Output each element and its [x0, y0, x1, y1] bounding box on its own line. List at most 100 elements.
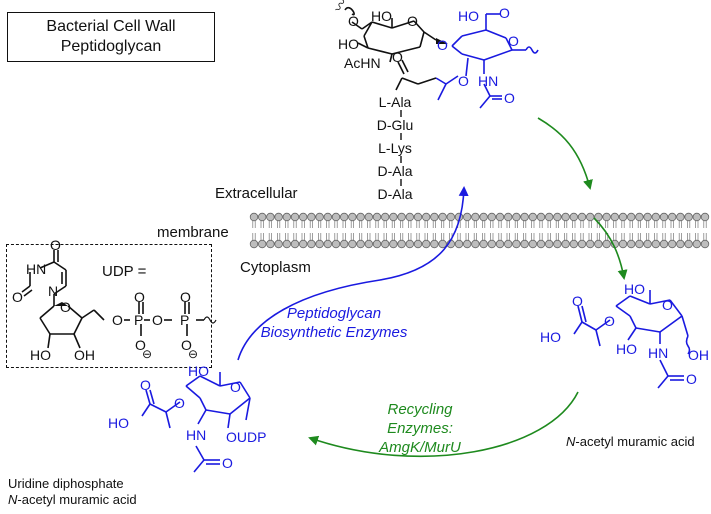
membrane-bead-bottom — [528, 239, 537, 249]
membrane-bead-bottom — [495, 239, 505, 249]
pg-o1: O — [407, 13, 418, 29]
udp-p1: P — [134, 312, 143, 328]
membrane-bead-top — [561, 212, 570, 222]
pg-o5: O — [508, 33, 519, 49]
udpmurnac-ho-acid: HO — [108, 415, 129, 431]
membrane-bead-top — [463, 212, 472, 222]
membrane-bead-bottom — [676, 239, 685, 249]
udp-o-bot1: O — [135, 337, 146, 353]
udp-o-ring: O — [60, 299, 71, 315]
peptide-residue-l-ala: L-Ala — [379, 94, 412, 110]
membrane-bead-top — [413, 212, 423, 222]
membrane-bead-bottom — [577, 239, 587, 249]
membrane-bead-top — [471, 212, 480, 222]
udp-oh: OH — [74, 347, 95, 363]
murnac-o-ring: O — [662, 297, 673, 313]
udp-murnac-structure: HO O O O HO HN OUDP O Uridine diphosphat… — [8, 363, 266, 507]
membrane-bead-top — [651, 212, 660, 222]
biosynthetic-label-line1: Peptidoglycan — [287, 305, 381, 322]
membrane-bead-top — [315, 212, 324, 222]
membrane-bead-top — [372, 212, 382, 222]
title-line1: Bacterial Cell Wall — [46, 18, 176, 35]
membrane-bead-bottom — [602, 239, 611, 249]
udp-minus2-icon: ⊖ — [188, 347, 198, 361]
udpmurnac-name-line2: N-acetyl muramic acid — [8, 492, 137, 507]
membrane-bead-top — [389, 212, 398, 222]
murnac-name: N-acetyl muramic acid — [566, 434, 695, 449]
membrane-bead-bottom — [471, 239, 480, 249]
membrane-bead-bottom — [290, 239, 300, 249]
membrane-bead-top — [528, 212, 537, 222]
membrane-bead-bottom — [299, 239, 308, 249]
membrane-bead-bottom — [569, 239, 578, 249]
pg-ho3: HO — [458, 8, 479, 24]
pg-ho1: HO — [371, 8, 392, 24]
pg-achn: AcHN — [344, 55, 381, 71]
pg-nh: HN — [478, 73, 498, 89]
membrane-bead-bottom — [659, 239, 669, 249]
label-membrane: membrane — [157, 224, 229, 241]
membrane-bead-top — [668, 212, 677, 222]
title-line2: Peptidoglycan — [60, 38, 162, 55]
udp-o-link: O — [112, 312, 123, 328]
membrane-bead-top — [438, 212, 447, 222]
udp-o-top2: O — [180, 289, 191, 305]
membrane-bead-top — [266, 212, 275, 222]
peptide-residue-l-lys: L-Lys — [378, 140, 412, 156]
membrane-bead-top — [356, 212, 365, 222]
udp-equals-label: UDP = — [102, 263, 147, 280]
pg-o3: O — [437, 37, 448, 53]
nam-ring — [435, 13, 539, 109]
lactyl-linker — [395, 59, 437, 91]
membrane-bead-bottom — [331, 239, 341, 249]
udpmurnac-o-ring: O — [230, 379, 241, 395]
murnac-o1: O — [604, 313, 615, 329]
membrane-bead-top — [700, 212, 710, 222]
membrane-bead-bottom — [405, 239, 414, 249]
membrane-bead-bottom — [618, 239, 628, 249]
peptidoglycan-structure: 〰 HO O O HO AcHN O — [330, 0, 539, 202]
membrane-bead-bottom — [668, 239, 677, 249]
udp-definition-box — [6, 244, 212, 368]
membrane-bead-bottom — [282, 239, 291, 249]
membrane-bead-top — [545, 212, 554, 222]
pg-ho2: HO — [338, 36, 359, 52]
title-box: Bacterial Cell Wall Peptidoglycan — [7, 12, 215, 62]
udp-o-left: O — [12, 289, 23, 305]
membrane-bead-top — [446, 212, 455, 222]
membrane-bead-top — [495, 212, 505, 222]
membrane-bead-top — [618, 212, 628, 222]
pg-o6: O — [458, 73, 469, 89]
membrane-bead-top — [422, 212, 431, 222]
membrane-bead-top — [676, 212, 685, 222]
membrane-bead-bottom — [266, 239, 275, 249]
peptide-residue-d-ala: D-Ala — [377, 163, 412, 179]
membrane-bead-bottom — [249, 239, 259, 249]
recycling-label-line2: Enzymes: — [387, 420, 453, 437]
udp-p2: P — [180, 312, 189, 328]
biosynthetic-label-line2: Biosynthetic Enzymes — [261, 324, 408, 341]
murnac-structure: HO O O HO OH HN O HO O N-acetyl muramic … — [540, 281, 709, 449]
recycling-label-line1: Recycling — [387, 401, 453, 418]
membrane-bead-top — [569, 212, 578, 222]
udp-o-top1: O — [134, 289, 145, 305]
murnac-o4: O — [686, 371, 697, 387]
membrane-bead-bottom — [487, 239, 496, 249]
murnac-ho-acid: HO — [540, 329, 561, 345]
membrane-bead-bottom — [315, 239, 324, 249]
membrane-bead-bottom — [372, 239, 382, 249]
label-cytoplasm: Cytoplasm — [240, 259, 311, 276]
membrane-bead-top — [282, 212, 291, 222]
murnac-hn: HN — [648, 345, 668, 361]
membrane-bilayer — [249, 212, 710, 249]
udp-o-top: O — [50, 237, 61, 253]
membrane-bead-bottom — [258, 239, 267, 249]
membrane-bead-top — [479, 212, 488, 222]
recycling-arrow-upper — [537, 117, 593, 190]
membrane-bead-top — [487, 212, 496, 222]
recycling-arrow-mid — [593, 217, 628, 280]
membrane-bead-top — [594, 212, 603, 222]
membrane-bead-bottom — [479, 239, 488, 249]
